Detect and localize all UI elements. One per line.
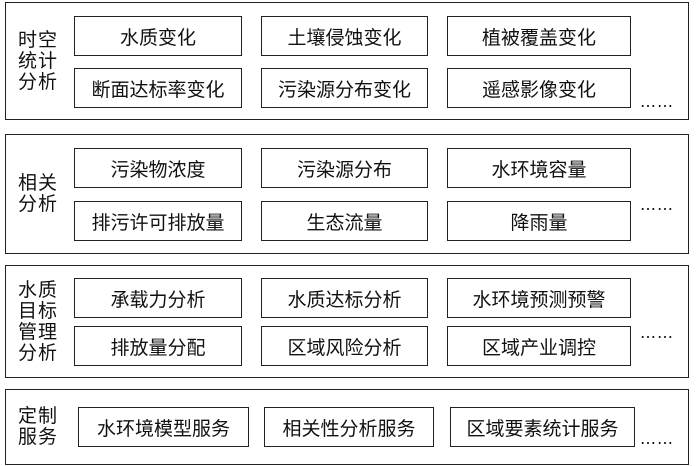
- module-box: 水环境容量: [447, 148, 631, 188]
- module-box: 相关性分析服务: [264, 407, 434, 447]
- panel-2: [5, 134, 689, 254]
- more-ellipsis: ……: [640, 195, 674, 214]
- panel-1: [5, 2, 689, 120]
- module-box: 承载力分析: [74, 278, 242, 318]
- module-box: 污染物浓度: [74, 148, 242, 188]
- panel-label: 时空统计分析: [17, 28, 58, 93]
- module-box: 植被覆盖变化: [447, 16, 631, 56]
- module-box: 水环境模型服务: [78, 407, 249, 447]
- more-ellipsis: ……: [640, 92, 674, 111]
- more-ellipsis: ……: [640, 323, 674, 342]
- module-box: 区域风险分析: [261, 326, 428, 366]
- module-box: 土壤侵蚀变化: [261, 16, 428, 56]
- module-box: 污染源分布: [261, 148, 428, 188]
- panel-label: 水质目标管理分析: [17, 278, 58, 364]
- module-box: 生态流量: [261, 201, 428, 241]
- panel-label: 相关分析: [17, 172, 58, 215]
- module-box: 污染源分布变化: [261, 68, 428, 108]
- module-box: 区域产业调控: [447, 326, 631, 366]
- module-box: 排污许可排放量: [74, 201, 242, 241]
- module-box: 水环境预测预警: [447, 278, 631, 318]
- module-box: 水质变化: [74, 16, 242, 56]
- module-box: 水质达标分析: [261, 278, 428, 318]
- more-ellipsis: ……: [640, 429, 674, 448]
- module-box: 排放量分配: [74, 326, 242, 366]
- panel-4: [5, 389, 689, 465]
- panel-3: [5, 265, 689, 378]
- module-box: 断面达标率变化: [74, 68, 242, 108]
- module-box: 区域要素统计服务: [450, 407, 635, 447]
- module-box: 遥感影像变化: [447, 68, 631, 108]
- panel-label: 定制服务: [17, 405, 58, 448]
- module-box: 降雨量: [447, 201, 631, 241]
